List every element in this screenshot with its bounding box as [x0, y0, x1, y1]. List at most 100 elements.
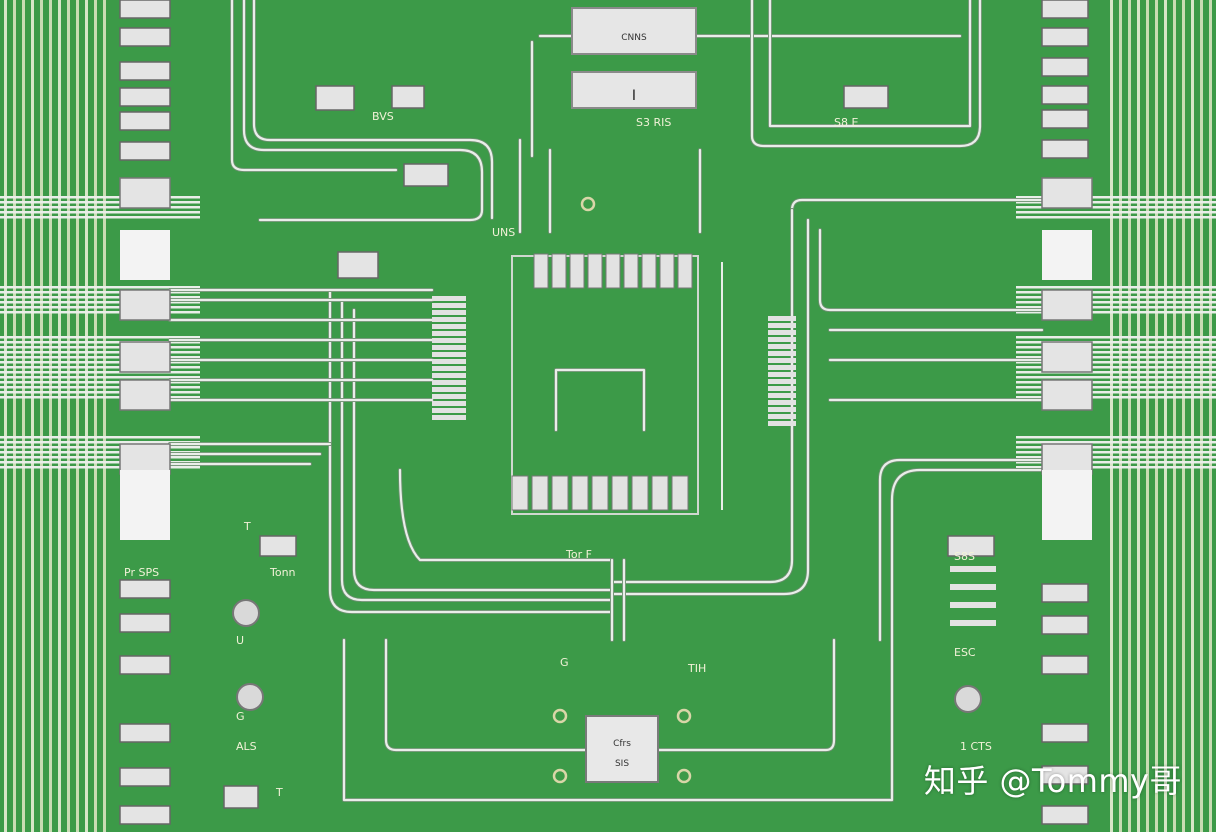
- hbus-line: [0, 351, 200, 354]
- resistor-pack: [1041, 85, 1089, 105]
- round-pad: [232, 599, 260, 627]
- header-pin: [768, 365, 796, 370]
- center-ic: [511, 253, 723, 515]
- trace: [230, 0, 398, 172]
- header-pin: [432, 373, 466, 378]
- silkscreen-label: U: [236, 634, 244, 647]
- hbus-line: [1016, 196, 1216, 199]
- header-pin: [768, 393, 796, 398]
- connector-strip: [1042, 470, 1092, 540]
- hbus-line: [1016, 346, 1216, 349]
- hbus-line: [1016, 386, 1216, 389]
- connector: [119, 379, 171, 411]
- ic-pin: [551, 475, 569, 511]
- bus-line: [1155, 0, 1158, 832]
- trace: [398, 468, 614, 562]
- hbus-line: [0, 291, 200, 294]
- resistor-pack: [1041, 615, 1089, 635]
- header-pin: [768, 351, 796, 356]
- ic-pin: [659, 253, 675, 289]
- hbus-line: [0, 311, 200, 314]
- resistor-pack: [1041, 805, 1089, 825]
- connector: [1041, 289, 1093, 321]
- trace: [252, 0, 494, 220]
- ic-pin: [651, 475, 669, 511]
- resistor-pack: [119, 767, 171, 787]
- silkscreen-label: S3 RIS: [636, 116, 671, 129]
- bus-line: [49, 0, 52, 832]
- hbus-line: [0, 386, 200, 389]
- trace: [610, 558, 626, 642]
- left-vertical-bus: [4, 0, 106, 832]
- hbus-line: [1016, 436, 1216, 439]
- resistor-pack: [1041, 723, 1089, 743]
- bus-line: [4, 0, 7, 832]
- smd-component: [259, 535, 297, 557]
- hbus-line: [0, 296, 200, 299]
- silkscreen-label: 1 CTS: [960, 740, 992, 753]
- connector: [1041, 177, 1093, 209]
- hbus-line: [1016, 211, 1216, 214]
- resistor-pack: [1041, 655, 1089, 675]
- hbus-line: [0, 356, 200, 359]
- hbus-line: [1016, 341, 1216, 344]
- bus-line: [67, 0, 70, 832]
- hbus-line: [1016, 451, 1216, 454]
- hbus-line: [1016, 201, 1216, 204]
- header-pin: [768, 407, 796, 412]
- hbus-line: [1016, 446, 1216, 449]
- hbus-line: [0, 211, 200, 214]
- bus-line: [103, 0, 106, 832]
- silkscreen-label: Tonn: [269, 566, 296, 579]
- header-pin: [432, 331, 466, 336]
- resistor-pack: [119, 27, 171, 47]
- silkscreen-label: Pr SPS: [124, 566, 159, 579]
- header-pin: [768, 372, 796, 377]
- hbus-line: [0, 466, 200, 469]
- side-pin: [950, 602, 996, 608]
- resistor-pack: [119, 655, 171, 675]
- resistor-pack: [1041, 765, 1089, 785]
- hbus-line: [1016, 391, 1216, 394]
- ic-pin: [677, 253, 693, 289]
- resistor-pack: [119, 0, 171, 19]
- silkscreen-label: T: [243, 520, 251, 533]
- smd-component: [223, 785, 259, 809]
- connector: [119, 341, 171, 373]
- trace: [610, 208, 794, 584]
- hbus-line: [0, 446, 200, 449]
- trace: [352, 308, 614, 592]
- header-pin: [768, 379, 796, 384]
- hbus-line: [0, 366, 200, 369]
- via-pad: [676, 708, 692, 724]
- connector: [119, 177, 171, 209]
- trace: [384, 638, 588, 752]
- trace: [610, 218, 810, 596]
- trace: [750, 0, 982, 148]
- trace: [554, 368, 646, 432]
- resistor-pack: [1041, 0, 1089, 19]
- trace: [828, 328, 1044, 402]
- hbus-line: [1016, 441, 1216, 444]
- resistor-pack: [119, 87, 171, 107]
- connector: [119, 289, 171, 321]
- resistor-pack: [119, 61, 171, 81]
- resistor-pack: [119, 805, 171, 825]
- hbus-line: [0, 336, 200, 339]
- header-pin: [768, 344, 796, 349]
- header-pin: [432, 415, 466, 420]
- smd-component: [315, 85, 355, 111]
- hbus-line: [0, 451, 200, 454]
- hbus-line: [1016, 306, 1216, 309]
- header-pin: [768, 421, 796, 426]
- bottom-chip-label-2: SIS: [615, 759, 629, 769]
- smd-component: [391, 85, 425, 109]
- header-pin: [432, 303, 466, 308]
- bus-line: [1209, 0, 1212, 832]
- top-chip-lower-label: I: [632, 88, 636, 104]
- resistor-pack: [1041, 27, 1089, 47]
- hbus-line: [1016, 351, 1216, 354]
- hbus-line: [0, 376, 200, 379]
- bus-line: [85, 0, 88, 832]
